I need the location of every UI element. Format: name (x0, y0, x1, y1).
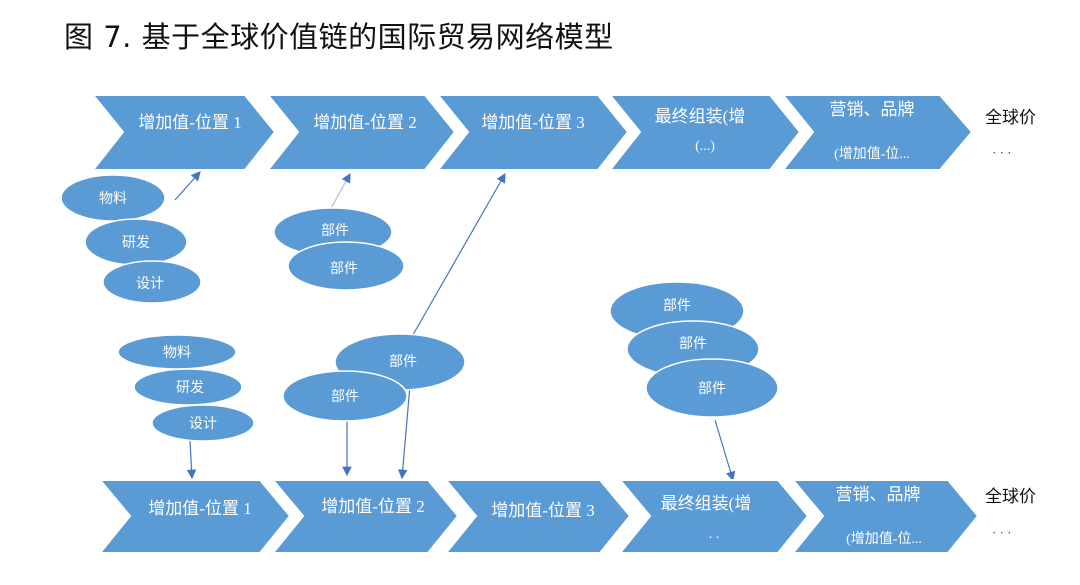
arrow-parts-to-top-stage3 (409, 172, 506, 341)
top-stage-5: 营销、品牌 (增加值-位... (780, 94, 974, 171)
input-label: 物料 (163, 345, 191, 361)
bottom-stage-3-label: 增加值-位置 3 (491, 501, 594, 520)
input-group-top-mid: 部件 部件 (273, 207, 405, 291)
input-ellipse: 部件 (282, 370, 408, 422)
input-ellipse: 研发 (84, 218, 188, 266)
input-label: 研发 (176, 380, 204, 396)
top-stage-4-sublabel: (...) (695, 139, 715, 154)
input-label: 部件 (331, 389, 359, 405)
input-label: 设计 (136, 276, 164, 292)
top-value-chain: 增加值-位置 1 增加值-位置 2 增加值-位置 3 最终组装(增 (...) … (90, 94, 1036, 171)
bottom-stage-4-label: 最终组装(增 (661, 494, 752, 513)
bottom-stage-5: 营销、品牌 (增加值-位... (790, 479, 980, 554)
top-stage-4: 最终组装(增 (...) (607, 94, 802, 171)
top-chain-end-label: 全球价 (985, 108, 1036, 127)
input-label: 部件 (330, 261, 358, 277)
input-label: 部件 (663, 298, 691, 314)
bottom-stage-2-label: 增加值-位置 2 (321, 497, 424, 516)
input-label: 部件 (321, 223, 349, 239)
input-label: 部件 (698, 381, 726, 397)
top-stage-4-label: 最终组装(增 (655, 107, 746, 126)
input-label: 设计 (189, 416, 217, 432)
top-stage-2-label: 增加值-位置 2 (313, 113, 416, 132)
bottom-stage-5-sublabel: (增加值-位... (846, 531, 922, 547)
top-chain-end-dots: · · · (992, 145, 1012, 160)
top-stage-5-sublabel: (增加值-位... (834, 146, 910, 162)
arrow-parts-to-bottom-stage4 (714, 419, 736, 482)
bottom-stage-1-label: 增加值-位置 1 (148, 499, 251, 518)
bottom-chain-end-dots: · · · (992, 525, 1012, 540)
arrow-top-materials-to-stage1 (174, 171, 201, 201)
top-stage-1-label: 增加值-位置 1 (138, 113, 241, 132)
bottom-stage-3: 增加值-位置 3 (443, 479, 632, 554)
input-ellipse: 部件 (287, 241, 405, 291)
input-ellipse: 物料 (60, 174, 166, 222)
input-label: 研发 (122, 235, 150, 251)
input-ellipse: 部件 (645, 358, 779, 418)
top-stage-3-label: 增加值-位置 3 (481, 113, 584, 132)
input-group-bottom-left: 物料 研发 设计 (117, 334, 255, 442)
bottom-stage-1: 增加值-位置 1 (97, 479, 292, 554)
arrow-top-parts-to-stage2 (329, 172, 351, 211)
input-ellipse: 物料 (117, 334, 237, 370)
figure-title: 图 7. 基于全球价值链的国际贸易网络模型 (64, 20, 614, 54)
input-label: 物料 (99, 191, 127, 207)
top-stage-1: 增加值-位置 1 (90, 94, 277, 171)
input-ellipse: 设计 (102, 260, 202, 304)
bottom-stage-4-sublabel: . . (709, 527, 720, 542)
input-group-top-left: 物料 研发 设计 (60, 174, 202, 304)
bottom-stage-4: 最终组装(增 . . (617, 479, 810, 554)
connector-arrows (174, 171, 736, 482)
top-stage-5-label: 营销、品牌 (830, 100, 915, 119)
bottom-stage-2: 增加值-位置 2 (270, 479, 460, 554)
input-ellipse: 研发 (133, 368, 243, 406)
input-group-bottom-mid: 部件 部件 (282, 333, 466, 422)
bottom-chain-end-label: 全球价 (985, 487, 1036, 506)
input-label: 部件 (679, 336, 707, 352)
input-label: 部件 (389, 354, 417, 370)
top-stage-3: 增加值-位置 3 (435, 94, 630, 171)
bottom-value-chain: 增加值-位置 1 增加值-位置 2 增加值-位置 3 最终组装(增 . . 营销… (97, 479, 1036, 554)
arrow-parts-to-bottom-stage2-b (397, 384, 411, 480)
input-group-bottom-right: 部件 部件 部件 (609, 281, 779, 418)
arrow-bottom-materials-to-stage1 (186, 439, 197, 480)
top-stage-2: 增加值-位置 2 (265, 94, 457, 171)
input-ellipse: 设计 (151, 404, 255, 442)
bottom-stage-5-label: 营销、品牌 (836, 485, 921, 504)
